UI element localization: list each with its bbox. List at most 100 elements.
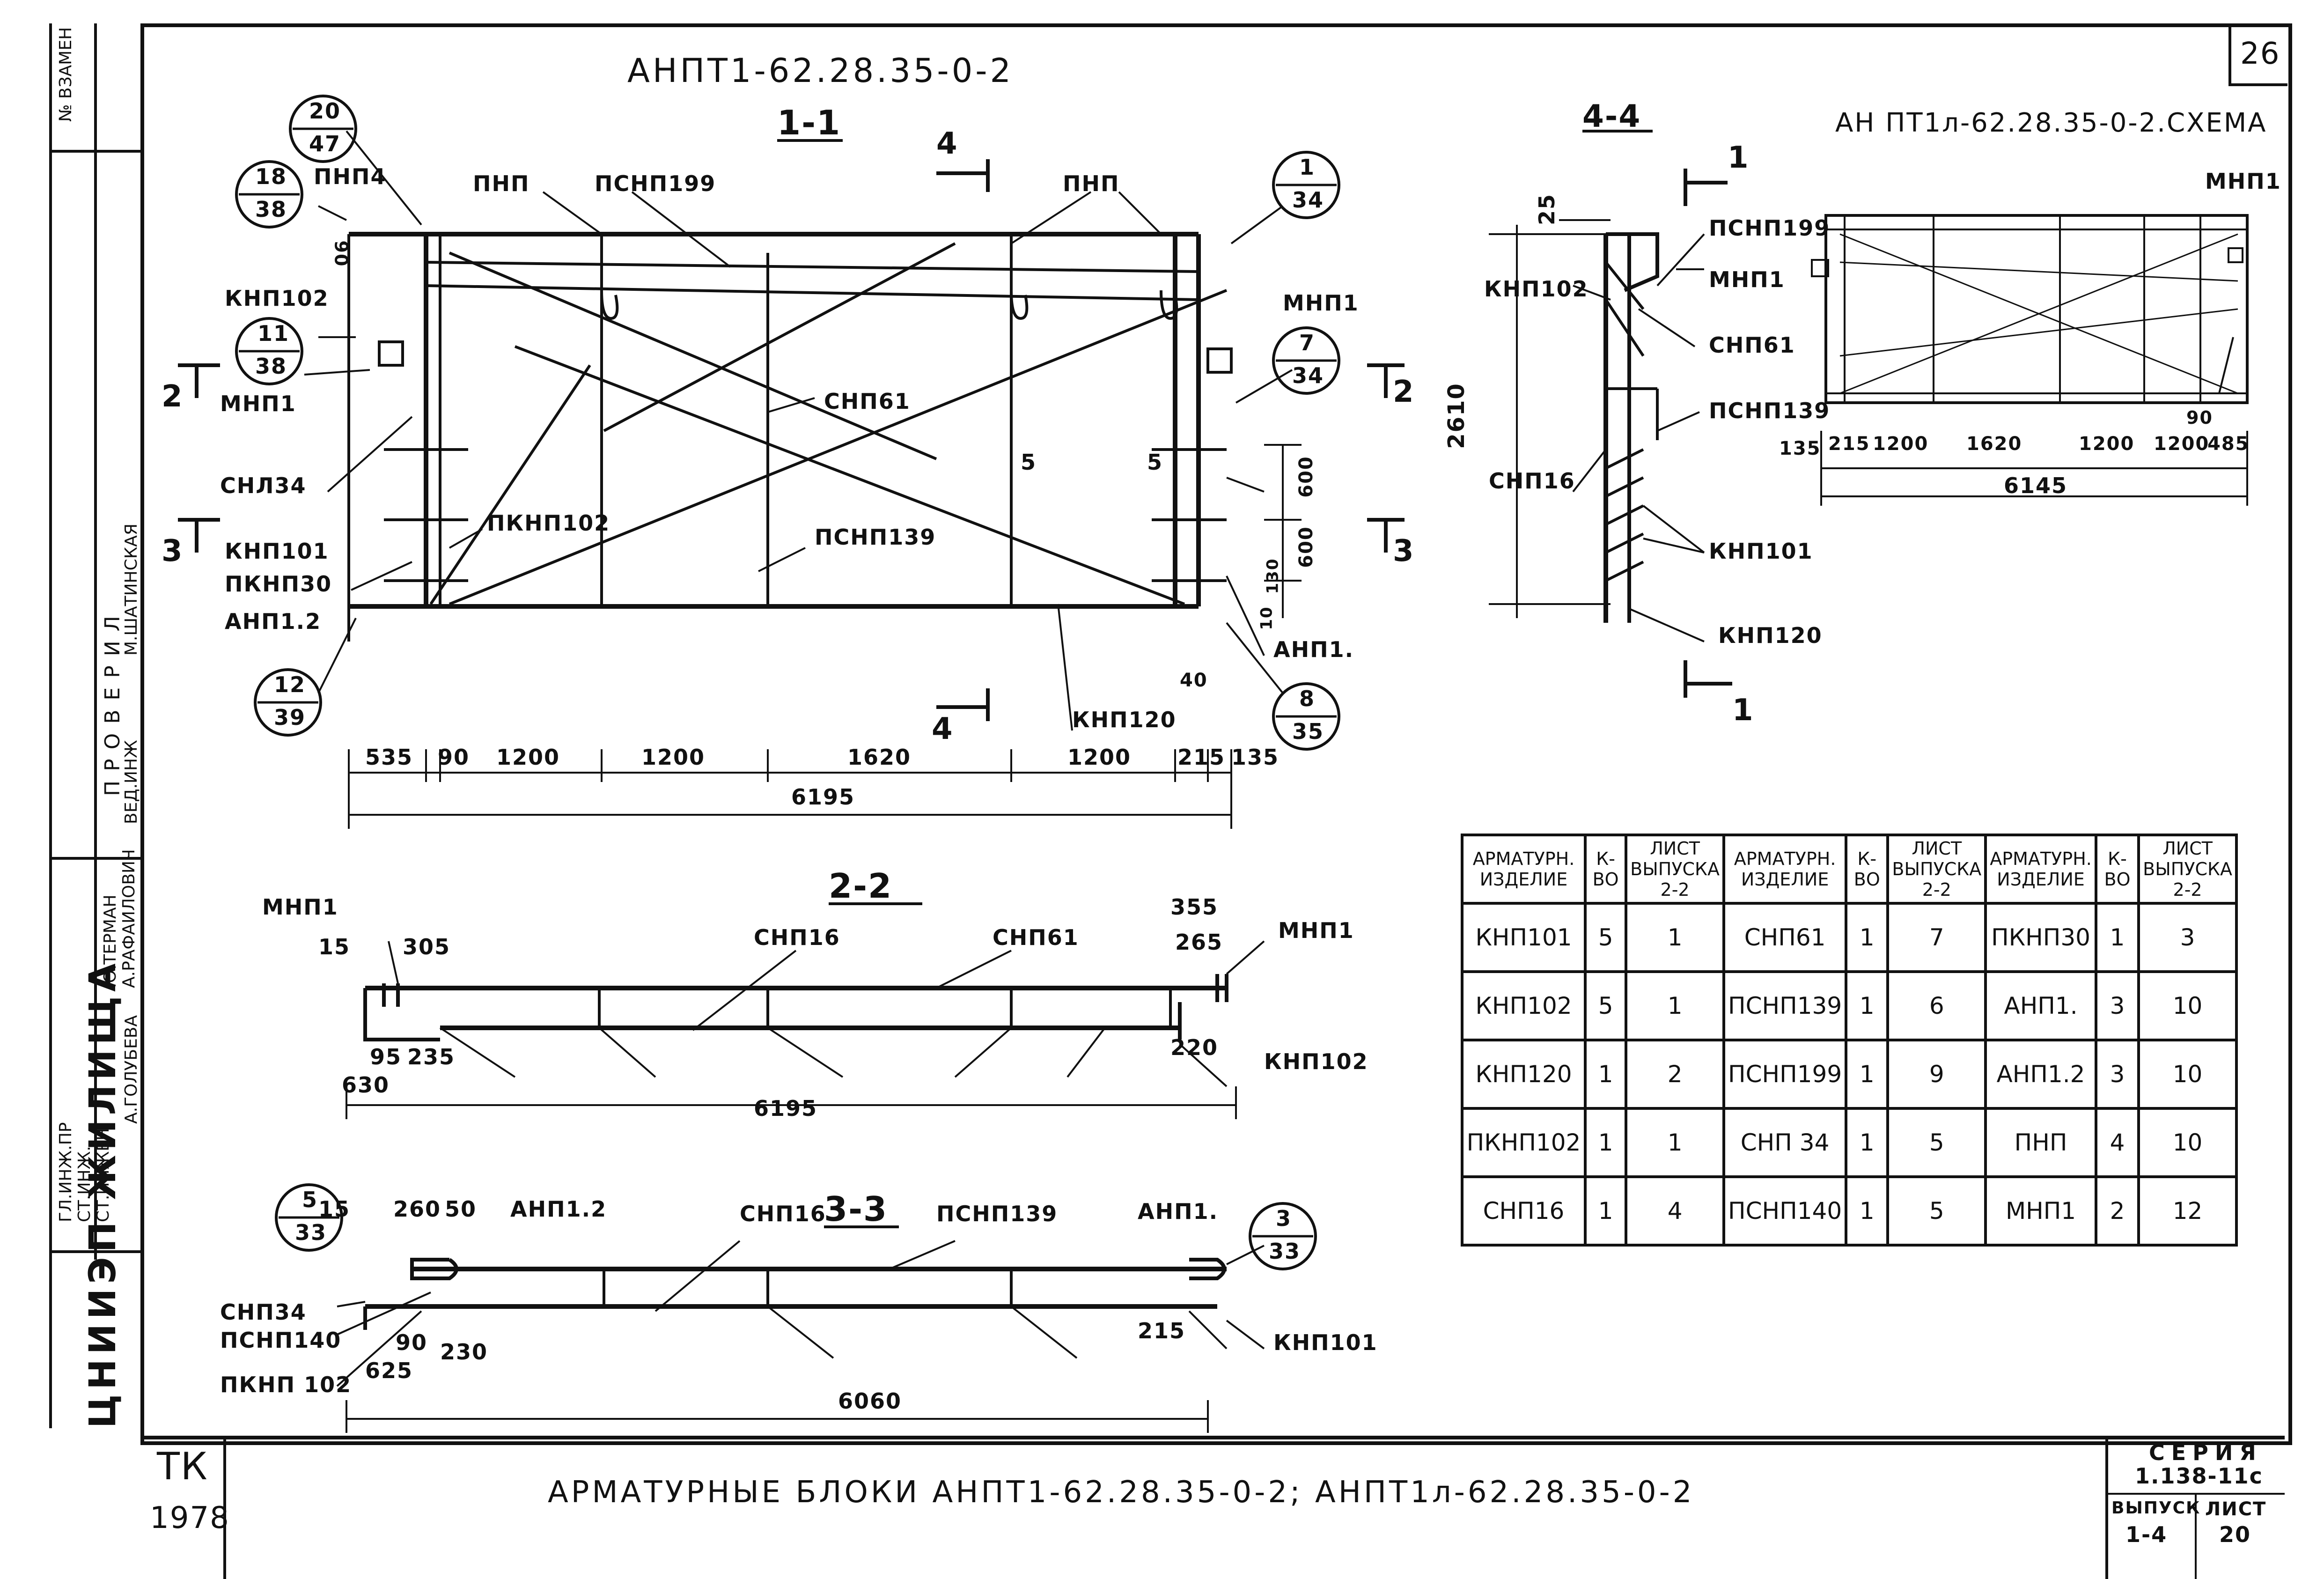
- series-label: СЕРИЯ: [2149, 1440, 2263, 1465]
- label-psnp139: ПСНП139: [1709, 398, 1831, 423]
- label-psnp140: ПСНП140: [220, 1328, 342, 1353]
- label-snp61: СНП61: [1709, 332, 1795, 358]
- callout-top: 18: [255, 164, 287, 189]
- label-snp34: СНП34: [220, 1299, 307, 1325]
- dim-230: 230: [440, 1339, 488, 1365]
- dim-10: 10: [1257, 606, 1276, 630]
- main-title: АРМАТУРНЫЕ БЛОКИ АНПТ1-62.28.35-0-2; АНП…: [548, 1475, 1695, 1510]
- table-cell: 5: [1584, 902, 1628, 973]
- dim-value: 1200: [1067, 745, 1132, 770]
- dim-value: 535: [365, 745, 413, 770]
- label-anp1: АНП1.: [1138, 1199, 1219, 1224]
- table-cell: ПСНП199: [1722, 1039, 1848, 1110]
- callout-top: 8: [1299, 686, 1316, 711]
- table-cell: 1: [1845, 970, 1890, 1041]
- table-cell: 1: [1625, 1107, 1726, 1178]
- cut-marker-1: 1: [1732, 693, 1754, 728]
- callout-top: 5: [302, 1187, 318, 1212]
- dim-630: 630: [342, 1072, 390, 1098]
- table-cell: СНП61: [1722, 902, 1848, 973]
- table-cell: 1: [2094, 902, 2140, 973]
- callout-bottom: 38: [255, 354, 287, 379]
- dim-355: 355: [1170, 894, 1219, 920]
- callout-bottom: 38: [255, 197, 287, 222]
- table-cell: 1: [1845, 1107, 1890, 1178]
- label-snp16: СНП16: [1489, 468, 1575, 494]
- table-cell: 2: [2094, 1175, 2140, 1247]
- spec-header-sheet: ЛИСТ ВЫПУСКА 2-2: [1625, 834, 1726, 905]
- spec-header-sheet: ЛИСТ ВЫПУСКА 2-2: [1886, 834, 1987, 905]
- table-row: СНП16 1 4 ПСНП140 1 5 МНП1 2 12: [1460, 1175, 2238, 1247]
- callout-top: 12: [274, 672, 306, 697]
- cut-marker-4: 4: [932, 712, 954, 746]
- callout-bottom: 39: [274, 705, 306, 730]
- table-cell: МНП1: [1984, 1175, 2097, 1247]
- section-label-4-4: 4-4: [1582, 98, 1641, 134]
- label-snp61: СНП61: [824, 389, 911, 414]
- cut-marker-1: 1: [1728, 140, 1750, 175]
- label-snp16: СНП16: [754, 925, 840, 950]
- table-cell: 5: [1886, 1107, 1987, 1178]
- section-label-3-3: 3-3: [824, 1189, 888, 1229]
- callout-top: 7: [1299, 330, 1316, 355]
- dim-130: 130: [1263, 558, 1282, 594]
- dim-value: 1620: [1966, 433, 2022, 455]
- spec-table: АРМАТУРН. ИЗДЕЛИЕ К-ВО ЛИСТ ВЫПУСКА 2-2 …: [1460, 834, 2238, 1247]
- section-label-2-2: 2-2: [829, 866, 893, 906]
- label-pnp: ПНП: [473, 171, 530, 196]
- dim-value: 135: [1779, 438, 1821, 459]
- tk-label: ТК: [157, 1445, 208, 1488]
- cut-marker-3: 3: [1393, 534, 1415, 568]
- table-cell: 9: [1886, 1039, 1987, 1110]
- dim-235: 235: [407, 1044, 456, 1070]
- drawing-frame: [140, 23, 2292, 1445]
- label-snp16: СНП16: [740, 1201, 826, 1226]
- spec-header-qty: К-ВО: [1584, 834, 1628, 905]
- table-cell: 4: [2094, 1107, 2140, 1178]
- scheme-view: [1811, 214, 2249, 506]
- cut-marker-3: 3: [162, 534, 184, 568]
- table-row: КНП102 5 1 ПСНП139 1 6 АНП1. 3 10: [1460, 970, 2238, 1041]
- callout-circle: [1272, 326, 1340, 395]
- cut-marker-2: 2: [1393, 375, 1415, 409]
- dim-600: 600: [1295, 526, 1317, 568]
- table-cell: 10: [2137, 970, 2238, 1041]
- table-cell: ПКНП102: [1460, 1107, 1587, 1178]
- label-snp61: СНП61: [993, 925, 1079, 950]
- table-cell: 1: [1845, 902, 1890, 973]
- callout-bottom: 47: [309, 131, 341, 156]
- callout-circle: [254, 668, 322, 737]
- scheme-title: АН ПТ1л-62.28.35-0-2.СХЕМА: [1835, 108, 2267, 138]
- section-label-1-1: 1-1: [777, 103, 841, 142]
- table-cell: СНП16: [1460, 1175, 1587, 1247]
- label-knp102: КНП102: [1484, 276, 1589, 302]
- table-row: КНП120 1 2 ПСНП199 1 9 АНП1.2 3 10: [1460, 1039, 2238, 1110]
- dim-265: 265: [1175, 930, 1223, 955]
- table-cell: 3: [2094, 970, 2140, 1041]
- spec-header-item: АРМАТУРН. ИЗДЕЛИЕ: [1460, 834, 1587, 905]
- cut-marker-4: 4: [936, 126, 958, 161]
- table-cell: 1: [1845, 1039, 1890, 1110]
- label-pknp30: ПКНП30: [225, 571, 332, 597]
- spec-header-item: АРМАТУРН. ИЗДЕЛИЕ: [1984, 834, 2097, 905]
- dim-value: 1200: [1873, 433, 1929, 455]
- label-psnp199: ПСНП199: [595, 171, 716, 196]
- dim-5: 5: [1021, 450, 1037, 475]
- dim-value: 1200: [2079, 433, 2135, 455]
- label-knp101: КНП101: [1709, 539, 1813, 564]
- label-knp120: КНП120: [1718, 623, 1823, 648]
- dim-600: 600: [1295, 456, 1317, 498]
- dim-2610: 2610: [1443, 383, 1470, 449]
- dim-40: 40: [1180, 670, 1208, 691]
- spec-header-row: АРМАТУРН. ИЗДЕЛИЕ К-ВО ЛИСТ ВЫПУСКА 2-2 …: [1460, 834, 2238, 905]
- table-cell: ПНП: [1984, 1107, 2097, 1178]
- spec-header-qty: К-ВО: [1845, 834, 1890, 905]
- table-cell: ПСНП140: [1722, 1175, 1848, 1247]
- label-knp102: КНП102: [225, 286, 329, 311]
- table-cell: 1: [1584, 1039, 1628, 1110]
- callout-top: 20: [309, 98, 341, 124]
- dim-value: 215: [1177, 745, 1226, 770]
- view-3-3: [346, 1225, 1228, 1433]
- dim-total: 6195: [754, 1096, 818, 1121]
